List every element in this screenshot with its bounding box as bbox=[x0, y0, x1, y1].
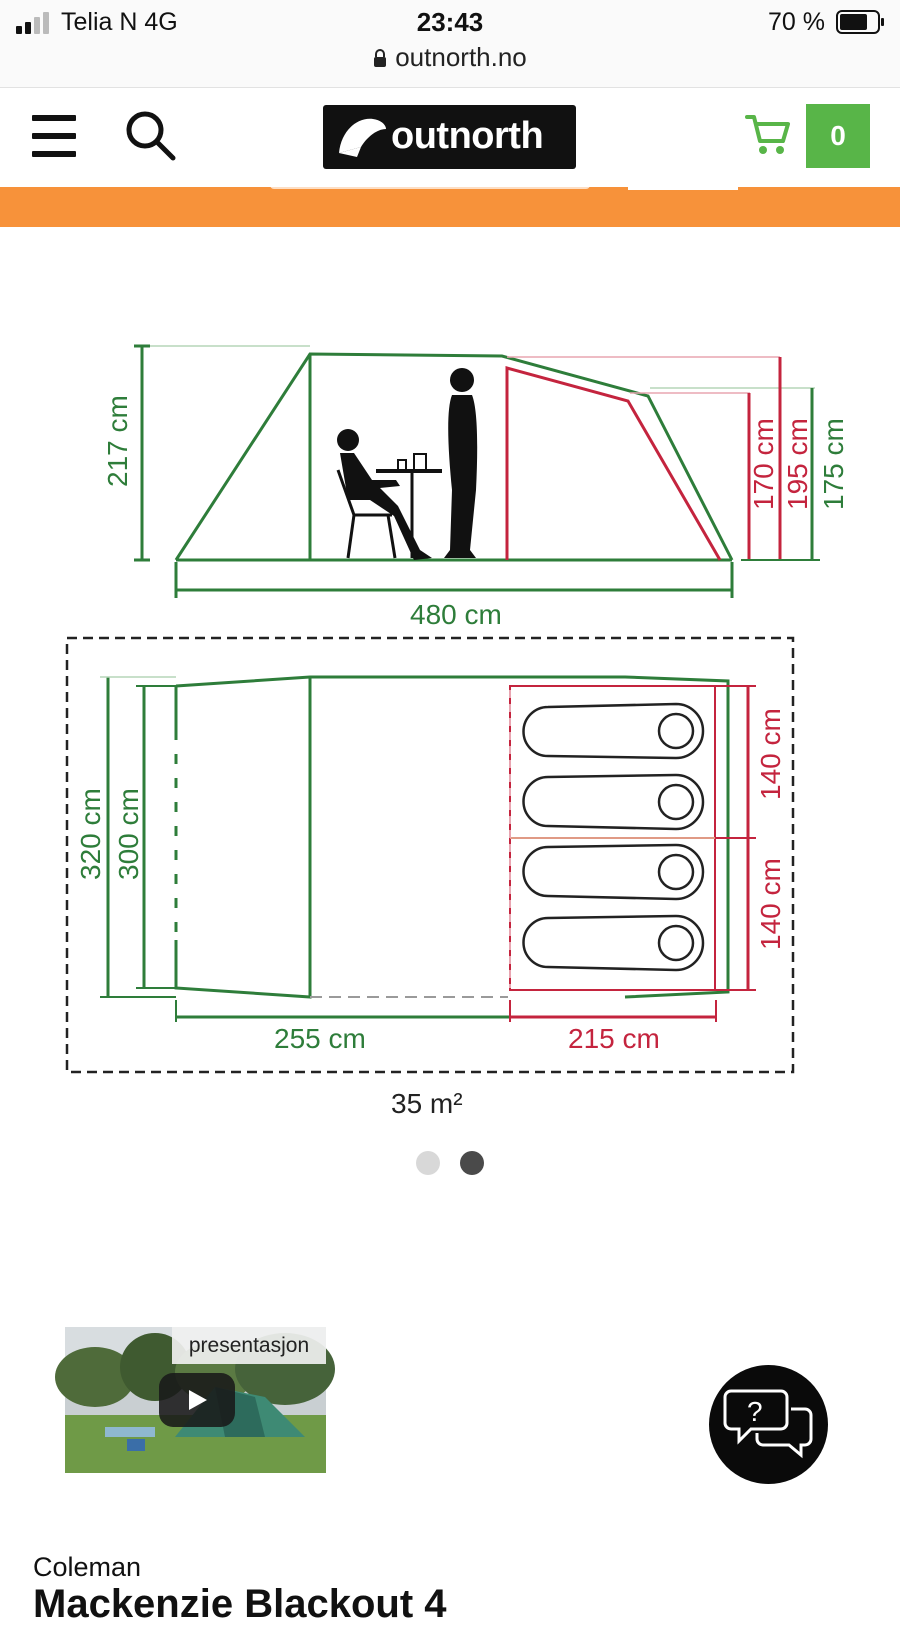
carousel-dot-2-active[interactable] bbox=[460, 1151, 484, 1175]
logo-mark-icon bbox=[339, 118, 386, 157]
product-brand[interactable]: Coleman bbox=[33, 1552, 142, 1582]
dim-480-label: 480 cm bbox=[410, 599, 502, 630]
sleeping-bag-icon bbox=[522, 702, 705, 972]
floor-top-edge bbox=[175, 675, 730, 999]
logo-text: outnorth bbox=[391, 115, 544, 157]
promo-banner[interactable] bbox=[0, 181, 900, 227]
menu-button[interactable] bbox=[32, 115, 76, 157]
carousel-dot-1[interactable] bbox=[416, 1151, 440, 1175]
signal-icon bbox=[16, 12, 49, 34]
cart-count-button[interactable]: 0 bbox=[806, 104, 870, 168]
dim-140-label-bottom: 140 cm bbox=[755, 858, 786, 950]
battery-percent: 70 % bbox=[768, 8, 825, 36]
dim-300-label: 300 cm bbox=[113, 788, 144, 880]
product-title: Mackenzie Blackout 4 bbox=[33, 1582, 447, 1626]
area-label: 35 m² bbox=[391, 1088, 463, 1119]
address-bar[interactable]: outnorth.no bbox=[0, 42, 900, 73]
carrier-label: Telia N 4G bbox=[61, 8, 178, 36]
dim-217-label: 217 cm bbox=[102, 395, 133, 487]
play-icon bbox=[189, 1390, 207, 1410]
hamburger-icon bbox=[32, 115, 76, 121]
side-bedroom-outline bbox=[505, 366, 722, 561]
product-image-tent-dimensions[interactable]: 217 cm 170 cm 195 cm 175 cm 480 cm bbox=[0, 300, 900, 1130]
clock: 23:43 bbox=[416, 7, 484, 37]
battery-icon bbox=[836, 10, 884, 34]
dim-320-label: 320 cm bbox=[75, 788, 106, 880]
search-icon[interactable] bbox=[124, 109, 176, 161]
chat-help-icon: ? bbox=[723, 1389, 813, 1459]
cart-icon[interactable] bbox=[745, 111, 791, 157]
promo-link-underline bbox=[628, 187, 738, 190]
dim-195-label: 195 cm bbox=[782, 418, 813, 510]
lock-icon bbox=[374, 49, 387, 67]
dim-140-label-top: 140 cm bbox=[755, 708, 786, 800]
footprint-dashed-box bbox=[65, 636, 795, 1074]
promo-text-cutoff bbox=[270, 181, 590, 189]
hamburger-line bbox=[32, 133, 76, 139]
video-label: presentasjon bbox=[172, 1327, 326, 1364]
url-text: outnorth.no bbox=[395, 42, 527, 72]
porch-outline bbox=[174, 677, 312, 999]
svg-text:?: ? bbox=[747, 1396, 763, 1427]
carousel-dots bbox=[416, 1151, 486, 1175]
hamburger-line bbox=[32, 151, 76, 157]
status-bar: Telia N 4G 23:43 70 % outnorth.no bbox=[0, 0, 900, 88]
dim-175-label: 175 cm bbox=[818, 418, 849, 510]
side-outline bbox=[174, 352, 734, 561]
dim-215-label: 215 cm bbox=[568, 1023, 660, 1054]
people-silhouette-icon bbox=[336, 368, 478, 560]
site-header: outnorth 0 bbox=[0, 89, 900, 187]
dim-255-label: 255 cm bbox=[274, 1023, 366, 1054]
dim-170-label: 170 cm bbox=[748, 418, 779, 510]
play-button[interactable] bbox=[159, 1373, 235, 1427]
help-chat-button[interactable]: ? bbox=[709, 1365, 828, 1484]
tent-dimension-diagram: 217 cm 170 cm 195 cm 175 cm 480 cm bbox=[65, 344, 849, 1119]
outnorth-logo[interactable]: outnorth bbox=[323, 105, 576, 169]
video-presentation-thumbnail[interactable]: presentasjon bbox=[55, 1327, 335, 1473]
